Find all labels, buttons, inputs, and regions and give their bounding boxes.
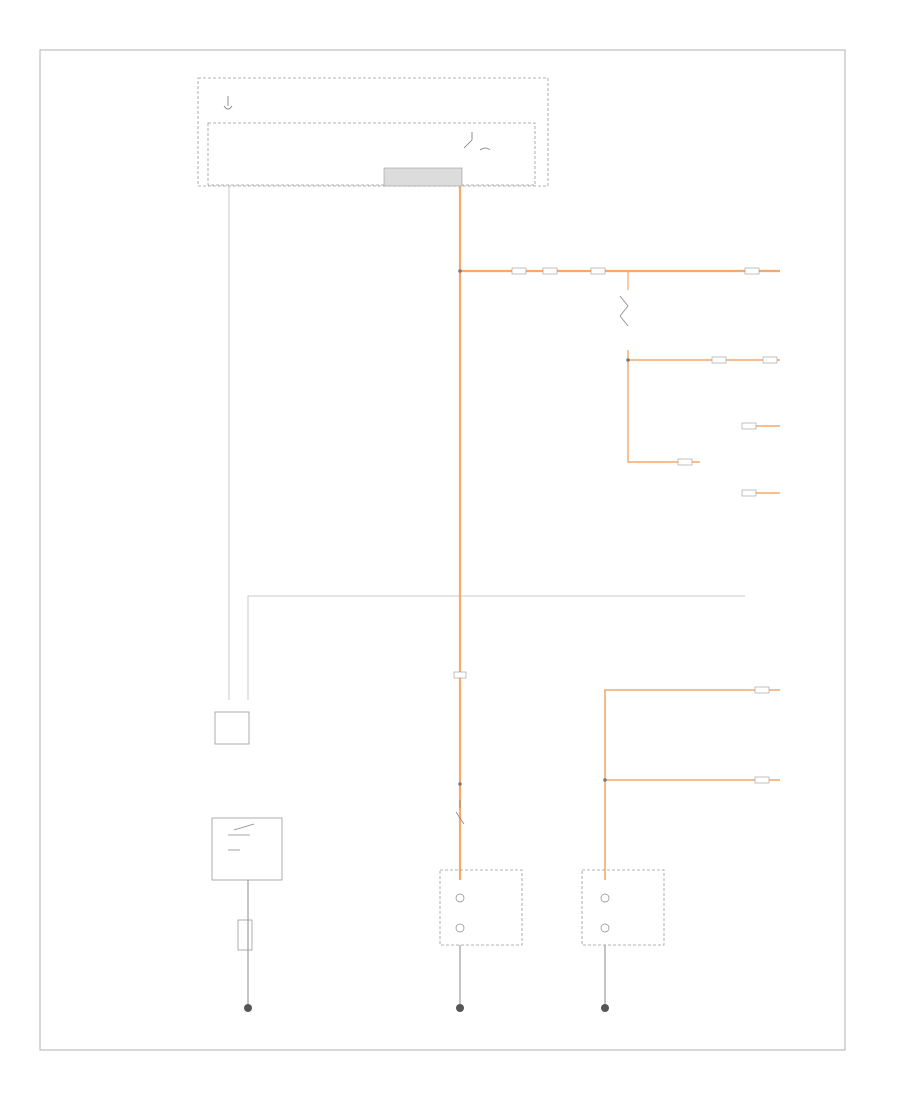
center-bulb-icon <box>455 923 465 933</box>
right-orange-wire <box>604 689 780 880</box>
relay-switch-icon <box>463 132 491 151</box>
transmission-switch-icon <box>228 823 255 851</box>
connector-tag <box>677 458 693 466</box>
right-stack <box>581 869 665 1012</box>
connector-tag <box>754 776 770 784</box>
center-switch-icon <box>455 800 465 825</box>
connector-tag <box>754 686 770 694</box>
left-lower-connector <box>237 919 253 951</box>
connector-tag <box>542 267 558 275</box>
module-vertical-wire <box>627 350 700 463</box>
right-ground-icon <box>601 1004 609 1012</box>
diagram-border <box>39 49 846 1051</box>
diode-icon <box>619 295 629 327</box>
splice-dot-module <box>626 358 630 362</box>
left-ground-icon <box>244 1004 252 1012</box>
center-ground-icon <box>456 1004 464 1012</box>
main-mid-connector <box>453 671 467 679</box>
fuse-box <box>197 77 549 187</box>
left-connector-box <box>214 711 250 745</box>
fuse-icon <box>223 96 233 110</box>
center-bulb-icon <box>455 893 465 903</box>
connector-tag <box>590 267 606 275</box>
center-stack <box>439 800 523 1012</box>
right-bulb-icon <box>600 893 610 903</box>
right-lamp-box <box>581 869 665 946</box>
splice-connector-block <box>383 167 463 187</box>
transmission-switch-box <box>211 817 283 881</box>
splice-dot-right <box>603 778 607 782</box>
left-stack <box>211 711 283 1012</box>
center-lamp-box <box>439 869 523 946</box>
splice-dot-mid <box>458 782 462 786</box>
splice-dot-top <box>458 269 462 273</box>
connector-tag <box>711 356 727 364</box>
connector-tag <box>741 489 757 497</box>
connector-tag <box>511 267 527 275</box>
gray-branch-wire <box>247 595 745 700</box>
right-bulb-icon <box>600 923 610 933</box>
connector-tag <box>744 267 760 275</box>
connector-tag <box>762 356 778 364</box>
connector-tag <box>741 422 757 430</box>
